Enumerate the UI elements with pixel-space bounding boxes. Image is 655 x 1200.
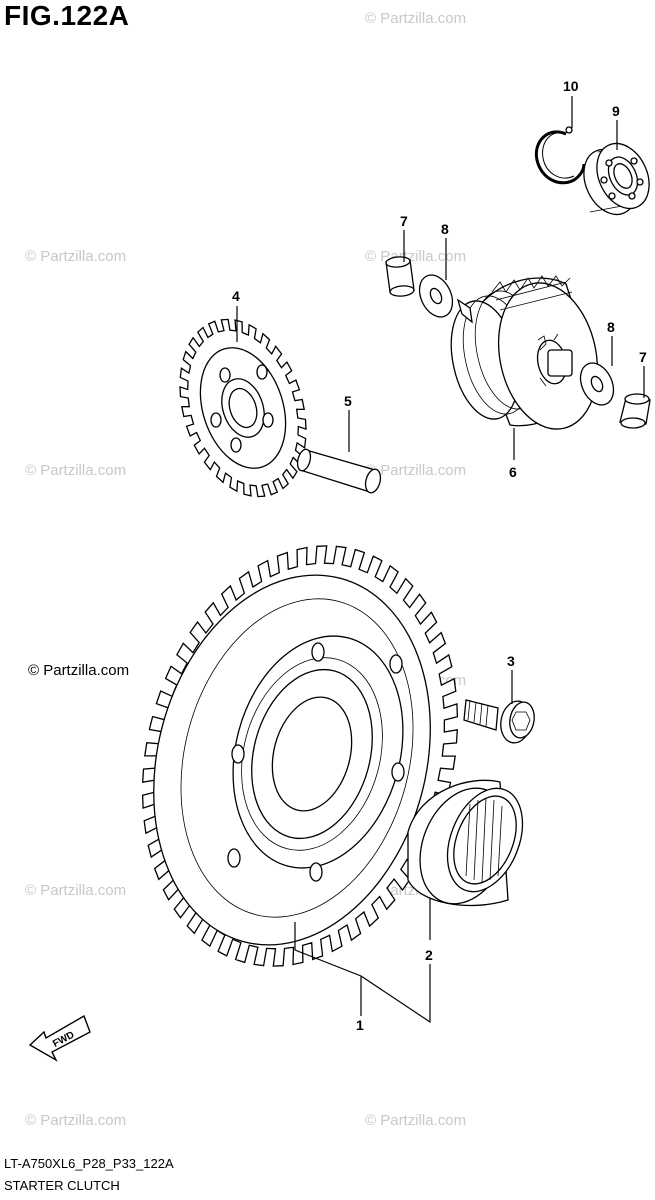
- watermark: © Partzilla.com: [25, 882, 127, 899]
- watermark: © Partzilla.com: [365, 1112, 467, 1129]
- label-part-10: 10: [563, 78, 579, 94]
- part-2-one-way-clutch[interactable]: [404, 775, 537, 918]
- label-part-7: 7: [400, 213, 408, 229]
- part-5-shaft[interactable]: [295, 448, 383, 495]
- watermark: © Partzilla.com: [365, 10, 467, 27]
- part-8-washer-upper[interactable]: [413, 270, 459, 323]
- label-part-1: 1: [356, 1017, 364, 1033]
- part-7-spacer-upper[interactable]: [385, 256, 415, 297]
- part-1-clutch-gear[interactable]: [114, 544, 470, 977]
- label-part-6: 6: [509, 464, 517, 480]
- diagram-name: STARTER CLUTCH: [4, 1178, 120, 1193]
- label-part-3: 3: [507, 653, 515, 669]
- label-part-8: 8: [607, 319, 615, 335]
- figure-title: FIG.122A: [4, 0, 130, 31]
- part-labels: 10 9 7 8 4 5 6 8 7 3 2 1: [232, 78, 647, 1033]
- label-part-9: 9: [612, 103, 620, 119]
- label-part-8: 8: [441, 221, 449, 237]
- watermark: © Partzilla.com: [25, 462, 127, 479]
- label-part-4: 4: [232, 288, 240, 304]
- watermark: © Partzilla.com: [365, 462, 467, 479]
- part-6-starter-clutch-assembly[interactable]: [441, 274, 610, 439]
- part-4-gear[interactable]: [179, 318, 307, 498]
- diagram-code: LT-A750XL6_P28_P33_122A: [4, 1156, 174, 1171]
- fwd-arrow: FWD: [28, 1014, 91, 1062]
- leader-lines: [236, 96, 645, 1024]
- part-3-bolt[interactable]: [463, 699, 537, 746]
- part-7-spacer-lower[interactable]: [619, 393, 651, 429]
- watermark: © Partzilla.com: [25, 248, 127, 265]
- part-10-circlip[interactable]: [534, 126, 586, 185]
- part-9-bearing[interactable]: [574, 135, 655, 223]
- label-part-7: 7: [639, 349, 647, 365]
- label-part-5: 5: [344, 393, 352, 409]
- part-8-washer-lower[interactable]: [574, 358, 620, 411]
- watermark-main: © Partzilla.com: [28, 662, 130, 679]
- label-part-2: 2: [425, 947, 433, 963]
- watermark: © Partzilla.com: [25, 1112, 127, 1129]
